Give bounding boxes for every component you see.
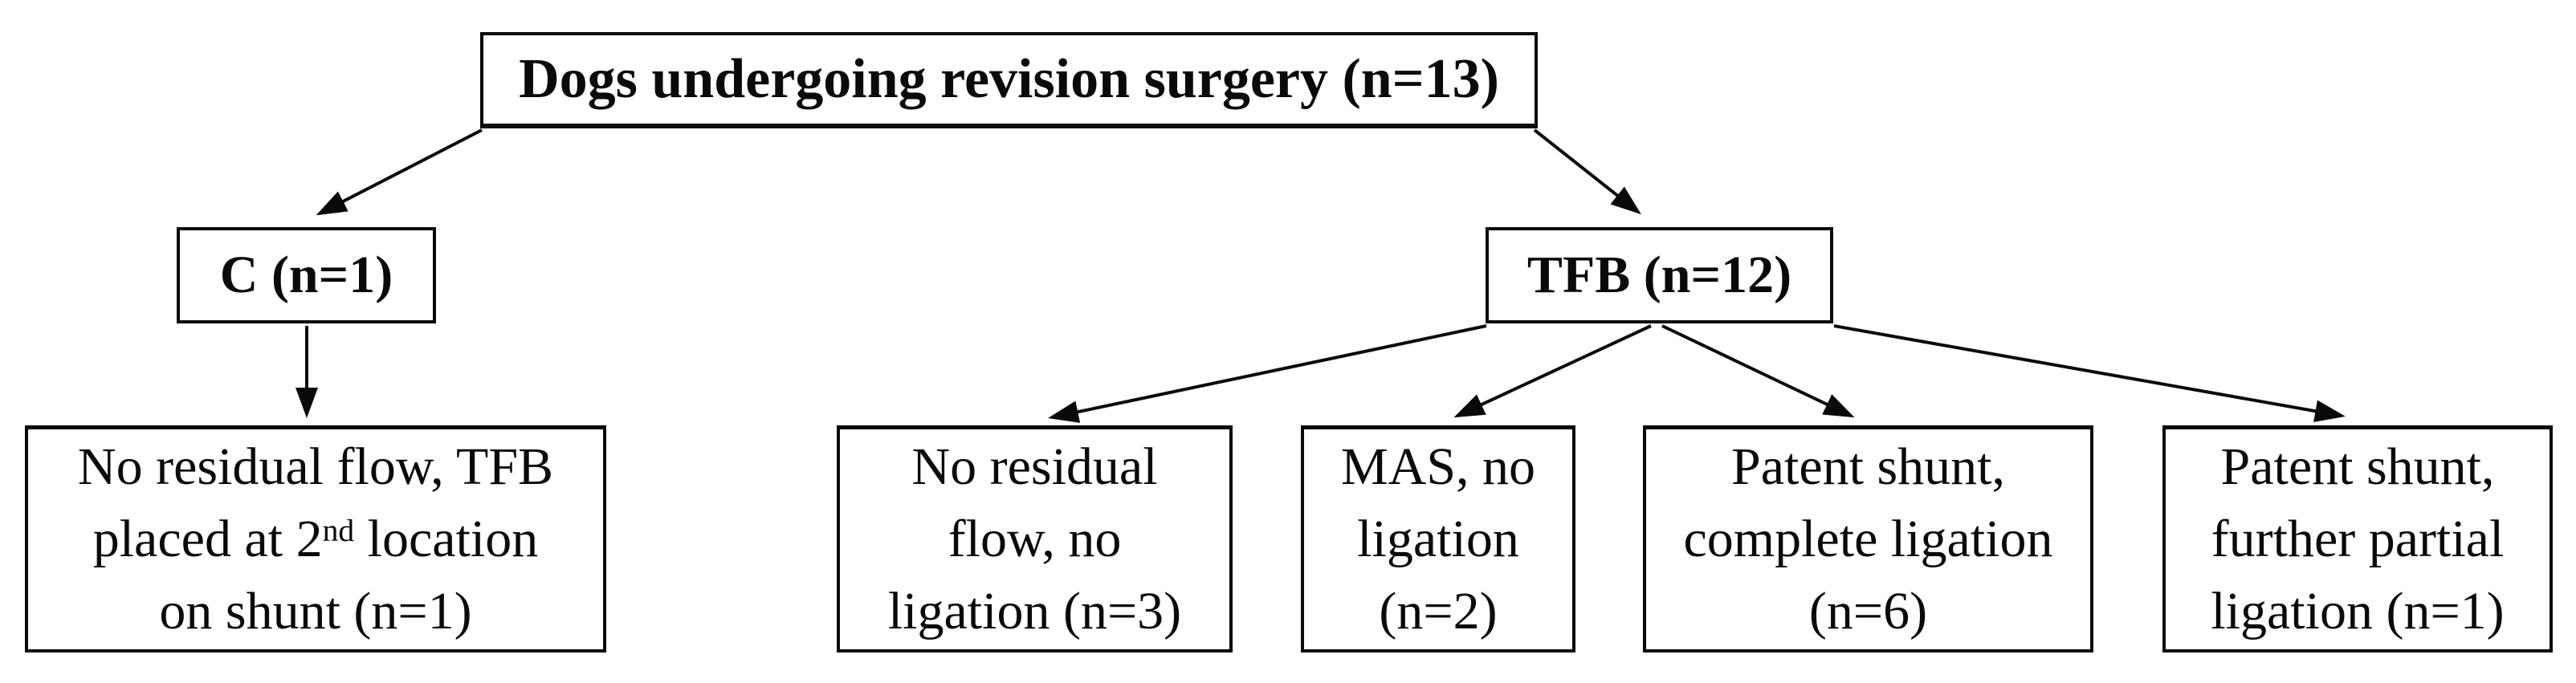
tfb-outcome-1-line-1: No residual bbox=[911, 437, 1158, 497]
c-outcome-ordinal-superscript: nd bbox=[322, 513, 355, 549]
arrow-tfb-to-outcome-1 bbox=[1048, 324, 1487, 423]
node-c: C (n=1) bbox=[177, 227, 436, 323]
node-tfb-label: TFB (n=12) bbox=[1526, 246, 1792, 305]
tfb-outcome-4-line-2: further partial bbox=[2211, 510, 2505, 569]
arrow-root-to-c bbox=[316, 128, 483, 216]
tfb-outcome-1-line-3: ligation (n=3) bbox=[887, 581, 1182, 640]
tfb-outcome-2-line-1: MAS, no bbox=[1340, 437, 1536, 497]
node-tfb-outcome-2: MAS, no ligation (n=2) bbox=[1301, 425, 1575, 653]
arrow-tfb-to-outcome-3 bbox=[1661, 324, 1855, 418]
tfb-outcome-1-line-2: flow, no bbox=[948, 510, 1122, 569]
node-tfb-outcome-1: No residual flow, no ligation (n=3) bbox=[837, 425, 1233, 653]
node-c-label: C (n=1) bbox=[219, 246, 393, 305]
arrow-tfb-to-outcome-2 bbox=[1453, 324, 1652, 418]
c-outcome-line-2: placed at 2nd location bbox=[93, 503, 539, 575]
tfb-outcome-2-line-2: ligation bbox=[1357, 510, 1519, 569]
node-tfb: TFB (n=12) bbox=[1486, 227, 1833, 323]
node-tfb-outcome-4: Patent shunt, further partial ligation (… bbox=[2162, 425, 2553, 653]
arrow-root-to-tfb bbox=[1533, 128, 1641, 215]
tfb-outcome-4-line-3: ligation (n=1) bbox=[2211, 581, 2505, 640]
node-tfb-outcome-3: Patent shunt, complete ligation (n=6) bbox=[1643, 425, 2093, 653]
node-root-label: Dogs undergoing revision surgery (n=13) bbox=[519, 48, 1499, 111]
arrow-tfb-to-outcome-4 bbox=[1833, 324, 2346, 423]
c-outcome-line-2-post: location bbox=[354, 510, 539, 569]
tfb-outcome-4-line-1: Patent shunt, bbox=[2220, 437, 2495, 497]
tfb-outcome-3-line-1: Patent shunt, bbox=[1731, 437, 2005, 497]
c-outcome-line-1: No residual flow, TFB bbox=[77, 437, 554, 497]
c-outcome-line-3: on shunt (n=1) bbox=[159, 581, 472, 640]
c-outcome-line-2-pre: placed at 2 bbox=[92, 510, 323, 569]
tfb-outcome-3-line-2: complete ligation bbox=[1683, 510, 2053, 569]
tfb-outcome-2-line-3: (n=2) bbox=[1379, 581, 1498, 640]
node-c-outcome: No residual flow, TFB placed at 2nd loca… bbox=[25, 425, 606, 653]
node-root: Dogs undergoing revision surgery (n=13) bbox=[480, 32, 1538, 128]
tfb-outcome-3-line-3: (n=6) bbox=[1808, 581, 1928, 640]
